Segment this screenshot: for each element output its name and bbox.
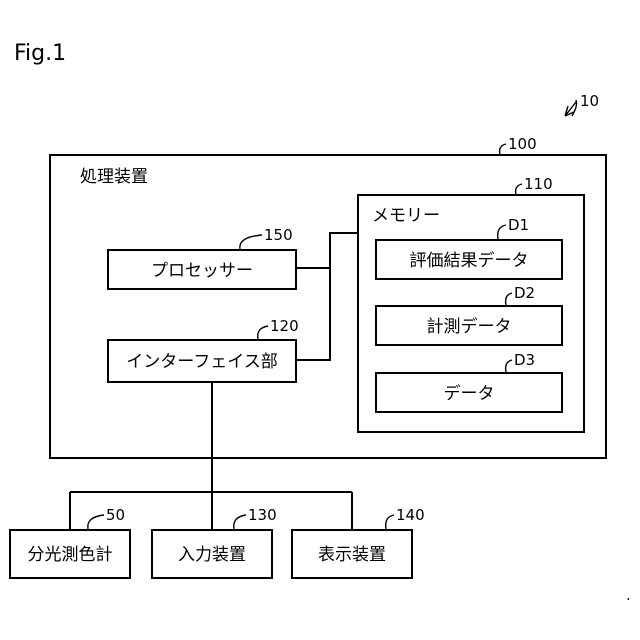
display-device-ref-leader <box>386 515 394 529</box>
input-device-reference: 130 <box>234 506 277 529</box>
display-device-block: 表示装置 <box>292 530 412 578</box>
display-device-label: 表示装置 <box>318 545 386 565</box>
data-item-reference: D3 <box>506 351 535 372</box>
data-item-block: データ <box>376 373 562 412</box>
processing-device-ref-number: 100 <box>508 135 537 153</box>
measurement-data-ref-number: D2 <box>514 284 535 302</box>
memory-ref-number: 110 <box>524 175 553 193</box>
system-ref-arrow-icon <box>565 102 576 116</box>
spectrophotometer-ref-number: 50 <box>106 506 125 524</box>
processor-ref-leader <box>240 235 262 249</box>
display-device-reference: 140 <box>386 506 425 529</box>
display-device-ref-number: 140 <box>396 506 425 524</box>
input-device-ref-number: 130 <box>248 506 277 524</box>
interface-unit-ref-number: 120 <box>270 317 299 335</box>
data-item-ref-number: D3 <box>514 351 535 369</box>
processing-device-ref-leader <box>500 144 506 154</box>
interface-unit-reference: 120 <box>258 317 299 339</box>
processor-reference: 150 <box>240 226 293 249</box>
spectrophotometer-reference: 50 <box>88 506 125 529</box>
processor-block: プロセッサー <box>108 250 296 289</box>
figure-title: Fig.1 <box>14 41 66 66</box>
evaluation-result-data-label: 評価結果データ <box>410 250 529 271</box>
processor-memory-connector <box>296 233 358 268</box>
processing-device-label: 処理装置 <box>80 167 148 187</box>
memory-reference: 110 <box>516 175 553 194</box>
input-device-block: 入力装置 <box>152 530 272 578</box>
spectrophotometer-label: 分光測色計 <box>28 545 113 565</box>
spectrophotometer-ref-leader <box>88 515 104 529</box>
spectrophotometer-block: 分光測色計 <box>10 530 130 578</box>
processor-label: プロセッサー <box>151 261 253 281</box>
evaluation-result-data-reference: D1 <box>498 216 529 239</box>
interface-unit-ref-leader <box>258 326 268 339</box>
processor-ref-number: 150 <box>264 226 293 244</box>
memory-ref-leader <box>516 184 522 194</box>
measurement-data-ref-leader <box>506 293 512 305</box>
measurement-data-label: 計測データ <box>427 316 512 337</box>
evaluation-result-data-block: 評価結果データ <box>376 240 562 279</box>
measurement-data-block: 計測データ <box>376 306 562 345</box>
interface-unit-label: インターフェイス部 <box>126 352 277 372</box>
evaluation-result-data-ref-number: D1 <box>508 216 529 234</box>
memory-label: メモリー <box>372 206 440 226</box>
input-device-label: 入力装置 <box>178 545 246 565</box>
stray-dot: . <box>626 586 631 604</box>
measurement-data-reference: D2 <box>506 284 535 305</box>
evaluation-result-data-ref-leader <box>498 225 506 239</box>
processing-device-reference: 100 <box>500 135 537 154</box>
interface-memory-connector <box>296 268 330 360</box>
input-device-ref-leader <box>234 515 246 529</box>
system-reference: 10 <box>565 92 599 116</box>
system-ref-number: 10 <box>580 92 599 110</box>
interface-unit-block: インターフェイス部 <box>108 340 296 382</box>
data-item-ref-leader <box>506 360 512 372</box>
data-item-label: データ <box>444 383 495 404</box>
